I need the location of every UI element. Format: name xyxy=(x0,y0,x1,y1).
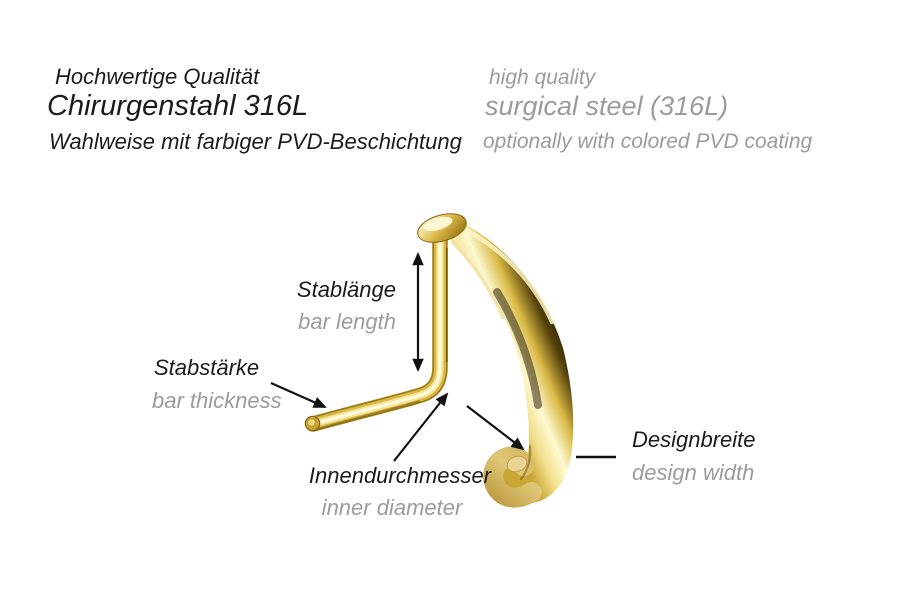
german-material-line: Chirurgenstahl 316L xyxy=(47,90,309,122)
spiral-dark-streak xyxy=(493,288,542,409)
inner-diameter-arrow-upper xyxy=(393,392,449,462)
german-coating-line: Wahlweise mit farbiger PVD-Beschichtung xyxy=(49,129,462,154)
label-bar-thickness-de: Stabstärke xyxy=(154,355,260,380)
stud-spiral xyxy=(448,216,574,508)
bar-specular xyxy=(311,232,442,426)
label-inner-diameter-en: inner diameter xyxy=(321,495,463,520)
measurement-arrows xyxy=(270,252,616,462)
bar-thickness-arrow xyxy=(270,381,327,409)
english-material-line: surgical steel (316L) xyxy=(485,91,729,121)
label-design-width-en: design width xyxy=(632,460,755,485)
bar-top-cap-highlight xyxy=(423,216,453,232)
bar-underside-edge xyxy=(315,400,421,431)
hook-crease xyxy=(519,444,532,481)
german-quality-line: Hochwertige Qualität xyxy=(55,64,260,89)
bar-tip-highlight xyxy=(308,419,315,426)
english-quality-line: high quality xyxy=(489,66,596,89)
spiral-inner-sheen xyxy=(450,240,505,320)
spiral-body xyxy=(448,216,574,504)
inner-diameter-arrow-lower xyxy=(466,405,525,451)
stud-bar xyxy=(304,213,467,432)
label-inner-diameter-de: Innendurchmesser xyxy=(308,463,492,488)
english-coating-line: optionally with colored PVD coating xyxy=(483,130,813,153)
label-bar-length-en: bar length xyxy=(298,309,396,334)
label-bar-thickness-en: bar thickness xyxy=(152,388,282,413)
spiral-highlight xyxy=(459,225,555,325)
label-bar-length-de: Stablänge xyxy=(296,277,396,302)
hook-tip-face xyxy=(506,455,528,473)
label-design-width-de: Designbreite xyxy=(632,427,756,452)
